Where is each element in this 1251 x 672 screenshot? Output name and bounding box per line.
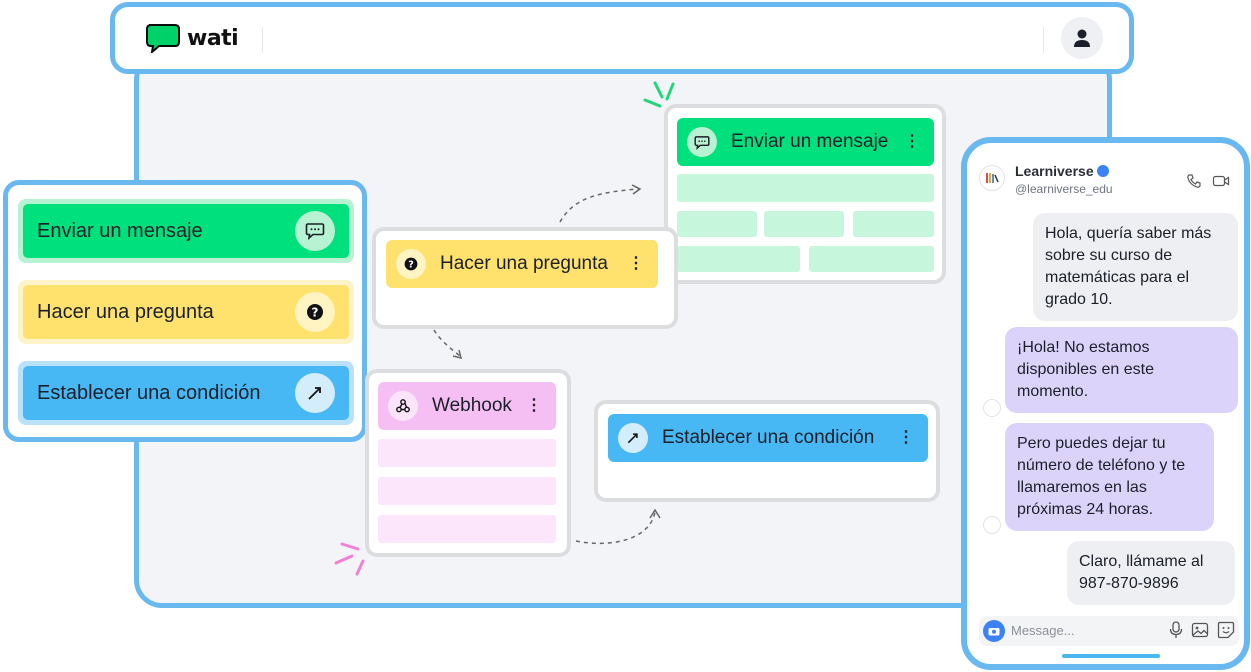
microphone-icon[interactable] — [1169, 621, 1183, 639]
palette-item-set-condition[interactable]: Establecer una condición — [18, 361, 354, 425]
palette-item-label: Hacer una pregunta — [37, 300, 214, 323]
spark-decoration — [643, 81, 675, 108]
node-header[interactable]: Establecer una condición ⋮ — [608, 414, 928, 462]
contact-name: Learniverse — [1015, 163, 1109, 179]
camera-icon[interactable] — [983, 620, 1005, 642]
node-title: Webhook — [432, 395, 512, 416]
contact-mini-avatar — [983, 516, 1001, 534]
placeholder-block — [764, 211, 844, 237]
message-bubble-outgoing: Hola, quería saber más sobre su curso de… — [1033, 213, 1238, 321]
placeholder-block — [853, 211, 934, 237]
message-bubble-incoming: Pero puedes dejar tu número de teléfono … — [1005, 423, 1214, 531]
webhook-icon — [388, 391, 418, 421]
branch-icon — [618, 423, 648, 453]
spark-decoration — [334, 542, 365, 576]
placeholder-block — [809, 246, 934, 272]
header-divider — [262, 27, 263, 53]
user-icon — [1074, 29, 1090, 47]
node-title: Enviar un mensaje — [731, 131, 889, 152]
contact-handle: @learniverse_edu — [1015, 182, 1113, 196]
flow-node-webhook[interactable]: Webhook ⋮ — [365, 369, 571, 557]
more-options-icon[interactable]: ⋮ — [526, 397, 542, 414]
placeholder-block — [677, 174, 934, 202]
placeholder-block — [677, 246, 800, 272]
message-placeholder: Message... — [1011, 623, 1075, 638]
app-logo[interactable]: wati — [145, 23, 239, 53]
more-options-icon[interactable]: ⋮ — [898, 429, 914, 446]
branch-icon — [295, 373, 335, 413]
placeholder-block — [378, 515, 556, 543]
palette-item-send-message[interactable]: Enviar un mensaje — [18, 199, 354, 263]
placeholder-block — [677, 211, 757, 237]
svg-text:?: ? — [312, 306, 319, 320]
contact-avatar[interactable] — [979, 165, 1005, 191]
node-title: Hacer una pregunta — [440, 253, 608, 274]
verified-badge-icon — [1096, 165, 1109, 177]
svg-text:?: ? — [408, 260, 414, 271]
phone-chat-preview: Learniverse @learniverse_edu Hola, querí… — [961, 137, 1250, 670]
palette-item-label: Enviar un mensaje — [37, 219, 203, 242]
message-input[interactable]: Message... — [979, 616, 1239, 646]
node-title: Establecer una condición — [662, 427, 875, 448]
app-header: wati — [110, 2, 1134, 74]
node-header[interactable]: ? Hacer una pregunta ⋮ — [386, 240, 658, 288]
palette-item-label: Establecer una condición — [37, 381, 261, 404]
palette-item-ask-question[interactable]: Hacer una pregunta ? — [18, 280, 354, 344]
placeholder-block — [378, 439, 556, 467]
wati-logo-icon — [146, 24, 180, 53]
more-options-icon[interactable]: ⋮ — [628, 255, 644, 272]
question-icon: ? — [295, 292, 335, 332]
placeholder-block — [378, 477, 556, 505]
node-header[interactable]: Enviar un mensaje ⋮ — [677, 118, 934, 166]
video-call-icon[interactable] — [1212, 173, 1230, 189]
node-header[interactable]: Webhook ⋮ — [378, 382, 556, 430]
node-palette: Enviar un mensaje Hacer una pregunta ? E… — [3, 180, 367, 442]
user-avatar-button[interactable] — [1061, 17, 1103, 59]
header-divider — [1043, 27, 1044, 53]
chat-icon — [295, 211, 335, 251]
home-indicator — [1062, 654, 1160, 658]
chat-header: Learniverse @learniverse_edu — [979, 157, 1234, 197]
message-bubble-incoming: ¡Hola! No estamos disponibles en este mo… — [1005, 327, 1238, 413]
chat-icon — [687, 127, 717, 157]
flow-node-set-condition[interactable]: Establecer una condición ⋮ — [594, 400, 940, 502]
more-options-icon[interactable]: ⋮ — [904, 133, 920, 150]
message-bubble-outgoing: Claro, llámame al 987-870-9896 — [1067, 541, 1235, 605]
phone-call-icon[interactable] — [1186, 173, 1202, 189]
logo-text: wati — [187, 25, 239, 51]
flow-node-send-message[interactable]: Enviar un mensaje ⋮ — [664, 104, 946, 284]
contact-mini-avatar — [983, 399, 1001, 417]
sticker-icon[interactable] — [1217, 621, 1235, 639]
question-icon: ? — [396, 249, 426, 279]
flow-node-ask-question[interactable]: ? Hacer una pregunta ⋮ — [372, 227, 678, 329]
image-icon[interactable] — [1191, 621, 1209, 639]
